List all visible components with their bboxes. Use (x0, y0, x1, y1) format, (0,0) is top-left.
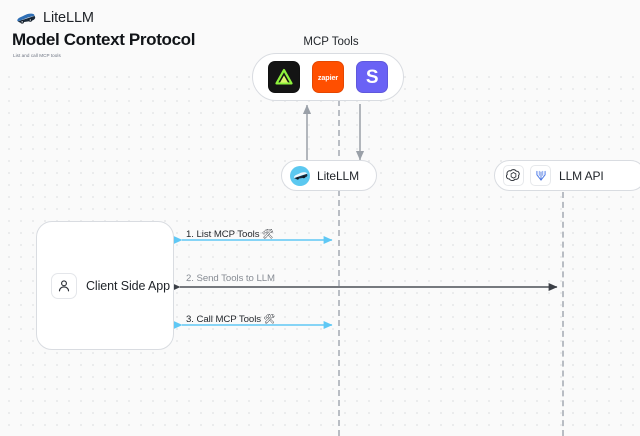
node-llm-api-label: LLM API (559, 168, 604, 183)
litellm-avatar-icon (290, 165, 310, 186)
node-llm-api[interactable]: LLM API (494, 160, 640, 191)
arrow-label-step-2: 2. Send Tools to LLM (186, 273, 275, 284)
person-glyph-icon (58, 279, 70, 291)
node-client-label: Client Side App (86, 278, 170, 293)
arrow-label-step-3: 3. Call MCP Tools🛠 (186, 314, 275, 325)
arrow-label-step-3-text: 3. Call MCP Tools (186, 314, 262, 325)
zapier-wordmark: zapier (317, 72, 339, 82)
arrow-label-step-2-text: 2. Send Tools to LLM (186, 273, 275, 284)
mcp-tools-group: zapier S (252, 53, 404, 101)
arrow-label-step-1-text: 1. List MCP Tools (186, 229, 260, 240)
vertex-ai-converging-lines-icon (535, 170, 546, 181)
hammer-wrench-icon: 🛠 (263, 314, 276, 325)
arrow-label-step-1: 1. List MCP Tools🛠 (186, 229, 274, 240)
vertex-ai-icon (530, 165, 551, 186)
node-litellm[interactable]: LiteLLM (281, 160, 377, 191)
mcp-tool-linear[interactable] (268, 61, 300, 93)
openai-icon (503, 165, 524, 186)
page-title: Model Context Protocol (12, 30, 196, 49)
openai-swirl-icon (506, 169, 520, 182)
linear-triangle-icon (275, 68, 293, 85)
node-litellm-label: LiteLLM (317, 168, 359, 183)
brand: LiteLLM (16, 8, 94, 28)
mcp-tools-label: MCP Tools (303, 36, 359, 48)
mcp-tool-zapier[interactable]: zapier (312, 61, 344, 93)
hammer-wrench-icon: 🛠 (261, 229, 274, 240)
mcp-tool-slack[interactable]: S (356, 61, 388, 93)
page-subtitle: List and call MCP tools (13, 53, 61, 58)
litellm-truck-glyph-icon (293, 172, 307, 180)
lifeline-litellm (338, 100, 340, 436)
node-client-side-app[interactable]: Client Side App (36, 221, 174, 350)
lifeline-llm-api (562, 192, 564, 436)
litellm-truck-logo-icon (17, 13, 36, 24)
user-person-icon (51, 272, 77, 299)
brand-name: LiteLLM (43, 10, 94, 26)
slack-s-icon: S (365, 66, 379, 88)
